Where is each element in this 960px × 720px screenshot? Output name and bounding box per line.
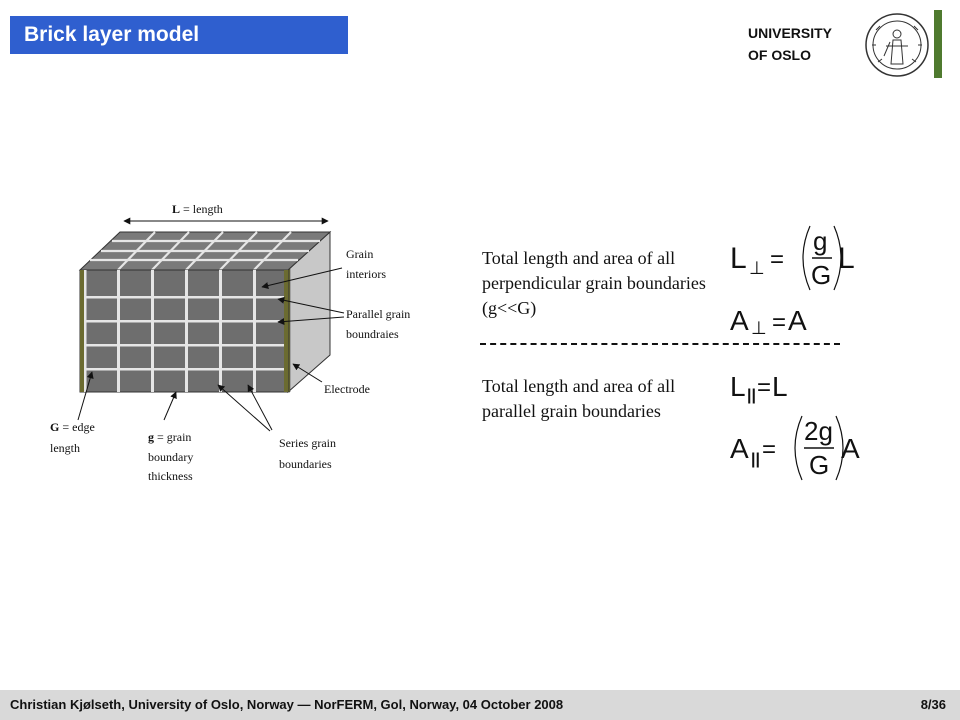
equation-a-par: A || = 2g G A	[730, 415, 860, 481]
parallel-description: Total length and area of all parallel gr…	[482, 376, 676, 421]
eq1-paren-right	[833, 225, 842, 291]
eq4-paren-left	[794, 415, 803, 481]
grain-interiors-arrow	[261, 267, 343, 289]
front-face	[79, 269, 289, 393]
slide-title: Brick layer model	[10, 16, 348, 54]
eq3-equals: =	[757, 374, 771, 401]
eq4-a: A	[730, 433, 749, 464]
parallel-label-2: boundraies	[346, 327, 399, 341]
dashed-divider	[480, 343, 840, 345]
accent-bar	[934, 10, 942, 78]
university-name-line1: UNIVERSITY	[748, 25, 833, 41]
eq4-numerator: 2g	[804, 416, 833, 446]
front-left-edge	[80, 270, 84, 392]
series-label-1: Series grain	[279, 436, 336, 450]
eq1-l: L	[730, 242, 747, 275]
eq2-equals: =	[772, 309, 786, 336]
eq2-perp-sub: ⊥	[751, 318, 767, 338]
electrode-arrow	[292, 363, 323, 383]
eq3-par-sub: ||	[747, 387, 756, 404]
thickness-arrow	[163, 391, 177, 421]
series-label-2: boundaries	[279, 457, 332, 471]
university-name-line2: OF OSLO	[748, 47, 811, 63]
equation-a-perp: A ⊥ = A	[730, 305, 807, 338]
electrode-label: Electrode	[324, 382, 370, 396]
thickness-label-1: g = grain	[148, 430, 191, 444]
footer-credit: Christian Kjølseth, University of Oslo, …	[10, 697, 564, 712]
eq3-l-right: L	[772, 371, 788, 402]
front-face-grid	[84, 270, 284, 392]
front-right-edge	[284, 270, 288, 392]
eq4-paren-right	[835, 415, 844, 481]
eq1-numerator: g	[813, 226, 827, 256]
eq4-par-sub: ||	[751, 451, 760, 468]
footer-bar: Christian Kjølseth, University of Oslo, …	[0, 690, 960, 720]
perpendicular-description: Total length and area of all perpendicul…	[482, 248, 706, 318]
eq3-l: L	[730, 371, 746, 402]
grain-interiors-label-2: interiors	[346, 267, 386, 281]
equation-l-perp: L ⊥ = g G L	[730, 225, 855, 291]
grain-interiors-label-1: Grain	[346, 247, 373, 261]
eq1-l-right: L	[838, 242, 855, 275]
edge-label-2: length	[50, 441, 80, 455]
university-name: UNIVERSITY OF OSLO	[748, 22, 832, 66]
eq4-equals: =	[762, 436, 776, 463]
page-number: 8/36	[920, 697, 946, 712]
parallel-label-1: Parallel grain	[346, 307, 410, 321]
brick-layer-diagram: L = length Grain interiors Parallel grai…	[50, 202, 410, 483]
eq4-denominator: G	[809, 450, 829, 480]
eq1-denominator: G	[811, 260, 831, 290]
eq1-perp-sub: ⊥	[749, 258, 765, 278]
equation-l-par: L || = L	[730, 371, 788, 404]
edge-label-1: G = edge	[50, 420, 95, 434]
eq4-a-right: A	[841, 433, 860, 464]
top-face-grid	[90, 231, 320, 271]
eq2-a: A	[730, 305, 749, 336]
thickness-label-2: boundary	[148, 450, 193, 464]
eq1-equals: =	[770, 246, 784, 273]
eq1-paren-left	[802, 225, 811, 291]
length-label: L = length	[172, 202, 223, 216]
thickness-label-3: thickness	[148, 469, 193, 483]
university-seal-icon	[865, 13, 929, 77]
series-arrow-2	[247, 384, 273, 431]
series-arrow-1	[217, 384, 271, 432]
parallel-arrow-1	[277, 296, 345, 314]
parallel-arrow-2	[277, 316, 345, 326]
edge-arrow	[77, 371, 94, 421]
eq2-a-right: A	[788, 305, 807, 336]
